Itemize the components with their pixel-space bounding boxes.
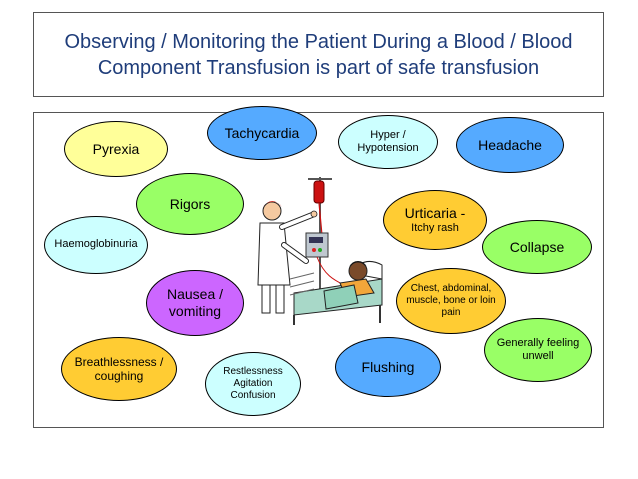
bubble-label: Collapse <box>509 238 565 255</box>
title-line-2: Component Transfusion is part of safe tr… <box>97 56 540 79</box>
bubble-restlessness: Restlessness Agitation Confusion <box>205 352 301 416</box>
page-title: Observing / Monitoring the Patient Durin… <box>39 29 599 81</box>
bubble-hyper-hypotension: Hyper / Hypotension <box>338 115 438 169</box>
bubble-label-line: Hyper / <box>370 128 406 141</box>
bubble-flushing: Flushing <box>335 337 441 397</box>
patient-figure <box>323 260 383 310</box>
bubble-label-line: Generally feeling <box>496 336 580 349</box>
bubble-label: Flushing <box>361 358 415 375</box>
bubble-label-line: Restlessness <box>223 366 283 377</box>
bubble-label-line: Agitation <box>233 378 273 389</box>
bubble-label-line: muscle, bone or loin <box>406 295 496 306</box>
bubble-label-line: Nausea / <box>166 286 224 303</box>
bubble-headache: Headache <box>456 117 564 173</box>
bubble-label: Rigors <box>169 195 211 212</box>
bubble-label-line: unwell <box>522 350 554 362</box>
bubble-urticaria: Urticaria - Itchy rash <box>383 190 487 250</box>
bubble-label-line: pain <box>441 307 461 318</box>
bubble-chest-pain: Chest, abdominal, muscle, bone or loin p… <box>396 268 506 334</box>
infusion-pump-icon <box>305 232 329 258</box>
bubble-label: Headache <box>478 136 542 153</box>
bubble-haemoglobinuria: Haemoglobinuria <box>44 216 148 274</box>
bubble-pyrexia: Pyrexia <box>64 121 168 177</box>
bubble-label-line: Itchy rash <box>411 221 459 234</box>
bubble-nausea: Nausea / vomiting <box>146 270 244 336</box>
bubble-label-line: coughing <box>94 369 144 383</box>
bubble-label-line: Chest, abdominal, <box>410 283 492 294</box>
bubble-label-line: Breathlessness / <box>74 354 164 369</box>
title-line-1: Observing / Monitoring the Patient Durin… <box>64 30 573 53</box>
bubble-label-line: Confusion <box>230 390 276 401</box>
bubble-collapse: Collapse <box>482 220 592 274</box>
bubble-label: Pyrexia <box>92 140 140 157</box>
nurse-patient-illustration <box>257 177 383 325</box>
bubble-label: Haemoglobinuria <box>54 238 138 251</box>
bubble-label-line: Hypotension <box>357 142 419 154</box>
blood-bag-icon <box>313 180 325 204</box>
title-box: Observing / Monitoring the Patient Durin… <box>33 12 604 97</box>
nurse-figure <box>257 201 318 314</box>
bubble-label-line: Urticaria - <box>404 205 466 221</box>
bubble-generally-unwell: Generally feeling unwell <box>484 318 592 382</box>
bubble-breathlessness: Breathlessness / coughing <box>61 337 177 401</box>
bubble-label: Tachycardia <box>224 124 300 141</box>
bubble-label-line: vomiting <box>168 303 222 319</box>
bubble-tachycardia: Tachycardia <box>207 106 317 160</box>
symptom-panel <box>33 112 604 428</box>
bubble-rigors: Rigors <box>136 173 244 235</box>
